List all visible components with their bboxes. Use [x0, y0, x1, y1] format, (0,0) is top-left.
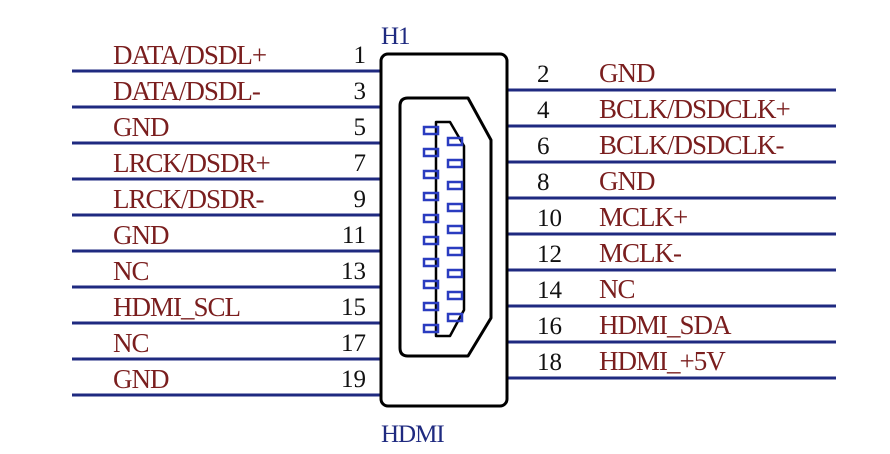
right-net-label-pin-6: BCLK/DSDCLK-	[599, 130, 785, 160]
left-net-label-pin-7: LRCK/DSDR+	[113, 148, 270, 178]
right-net-label-pin-10: MCLK+	[599, 202, 687, 232]
port-pin-left-5	[422, 213, 440, 224]
left-net-label-pin-19: GND	[113, 364, 169, 394]
port-pin-right-7	[446, 268, 464, 279]
left-net-label-pin-11: GND	[113, 220, 169, 250]
right-pin-number-14: 14	[537, 277, 563, 304]
left-pin-number-3: 3	[354, 78, 367, 105]
left-pin-number-5: 5	[354, 114, 367, 141]
right-net-label-pin-4: BCLK/DSDCLK+	[599, 94, 790, 124]
right-net-label-pin-18: HDMI_+5V	[599, 346, 726, 376]
port-pin-right-8	[446, 290, 464, 301]
right-net-label-pin-12: MCLK-	[599, 238, 682, 268]
hdmi-port-inner-outline	[434, 120, 466, 338]
right-net-label-pin-2: GND	[599, 58, 655, 88]
left-net-label-pin-9: LRCK/DSDR-	[113, 184, 265, 214]
port-pin-right-9	[446, 312, 464, 323]
left-pin-number-1: 1	[354, 42, 367, 69]
port-pin-left-6	[422, 235, 440, 246]
port-pin-left-3	[422, 169, 440, 180]
component-name: HDMI	[381, 421, 444, 448]
port-pin-right-4	[446, 202, 464, 213]
left-net-label-pin-15: HDMI_SCL	[113, 292, 240, 322]
left-pin-number-13: 13	[341, 258, 366, 285]
left-pin-number-19: 19	[341, 366, 366, 393]
port-pin-left-2	[422, 147, 440, 158]
left-net-label-pin-17: NC	[113, 328, 149, 358]
left-pin-number-9: 9	[354, 186, 367, 213]
right-net-label-pin-14: NC	[599, 274, 635, 304]
right-pin-number-4: 4	[537, 97, 550, 124]
connector-body	[379, 52, 509, 408]
port-pin-left-9	[422, 301, 440, 312]
port-pin-left-1	[422, 125, 440, 136]
hdmi-port-outline	[398, 96, 493, 358]
port-pin-right-1	[446, 136, 464, 147]
left-pin-number-7: 7	[354, 150, 367, 177]
port-pin-left-10	[422, 323, 440, 334]
port-pin-left-4	[422, 191, 440, 202]
right-pin-number-2: 2	[537, 61, 550, 88]
left-pin-number-15: 15	[341, 294, 366, 321]
right-pin-number-16: 16	[537, 313, 562, 340]
port-pin-right-6	[446, 246, 464, 257]
left-net-label-pin-5: GND	[113, 112, 169, 142]
right-pin-number-10: 10	[537, 205, 562, 232]
component-refdes: H1	[381, 23, 410, 50]
right-net-label-pin-8: GND	[599, 166, 655, 196]
port-pin-left-7	[422, 257, 440, 268]
right-pin-number-8: 8	[537, 169, 550, 196]
left-net-label-pin-13: NC	[113, 256, 149, 286]
right-pin-number-6: 6	[537, 133, 550, 160]
left-pin-number-17: 17	[341, 330, 366, 357]
port-pin-left-8	[422, 279, 440, 290]
right-pin-number-18: 18	[537, 349, 562, 376]
left-pin-number-11: 11	[342, 222, 366, 249]
right-net-label-pin-16: HDMI_SDA	[599, 310, 732, 340]
left-net-label-pin-1: DATA/DSDL+	[113, 40, 266, 70]
left-net-label-pin-3: DATA/DSDL-	[113, 76, 261, 106]
port-pin-right-5	[446, 224, 464, 235]
port-pin-right-2	[446, 158, 464, 169]
port-pin-right-3	[446, 180, 464, 191]
hdmi-port-pins	[422, 125, 464, 334]
right-pin-number-12: 12	[537, 241, 562, 268]
